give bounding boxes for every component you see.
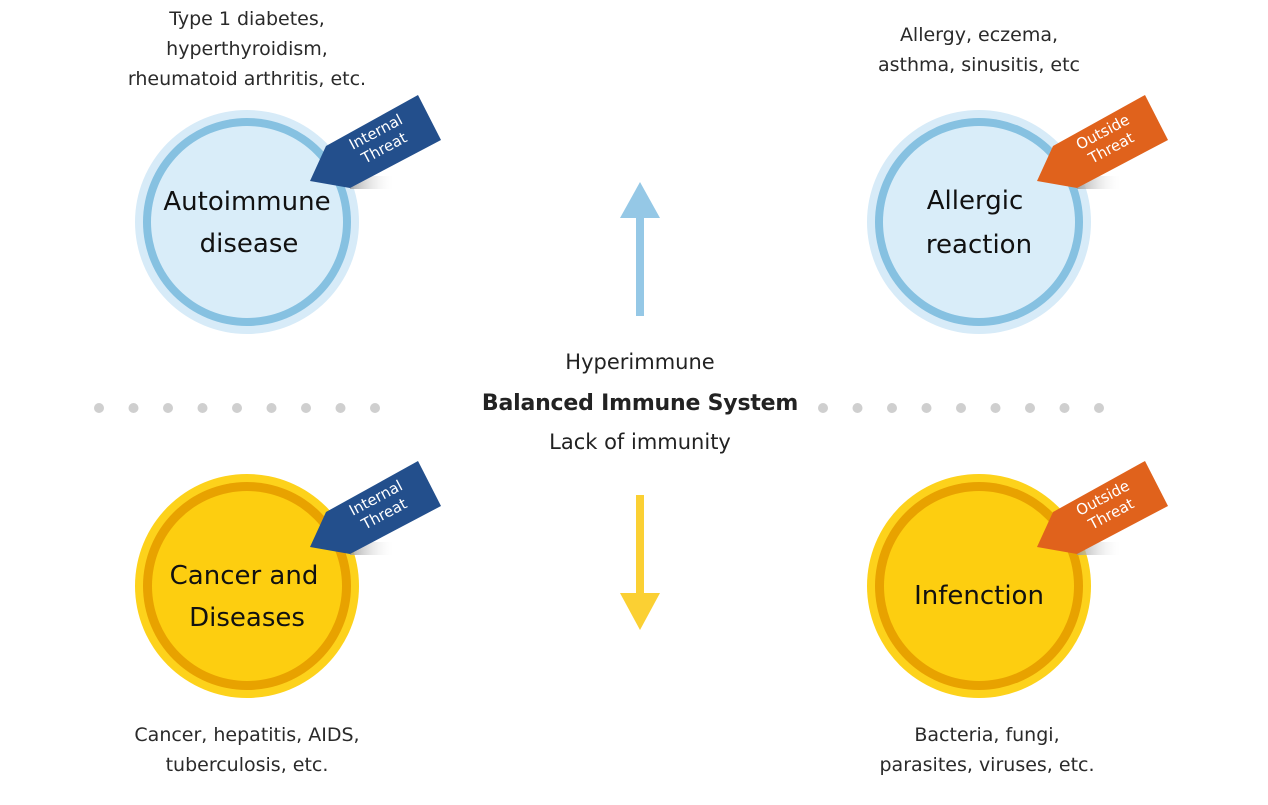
allergic-examples: Allergy, eczema, asthma, sinusitis, etc <box>878 24 1080 76</box>
divider-dot <box>370 403 380 413</box>
arrow-down-icon <box>620 495 660 630</box>
autoimmune-title-line1: Autoimmune <box>163 187 330 217</box>
divider-dot <box>301 403 311 413</box>
divider-dot <box>921 403 932 413</box>
autoimmune-node: Autoimmune disease <box>135 110 359 334</box>
divider-dots-left <box>94 403 380 413</box>
divider-dot <box>1059 403 1070 413</box>
allergic-title-line1: Allergic <box>927 186 1023 216</box>
divider-dot <box>335 403 346 413</box>
outside-threat-tag: Outside Threat <box>1037 461 1168 555</box>
infection-node: Infenction <box>867 474 1091 698</box>
cancer-examples: Cancer, hepatitis, AIDS, tuberculosis, e… <box>134 724 360 776</box>
divider-dot <box>818 403 828 413</box>
autoimmune-examples: Type 1 diabetes, hyperthyroidism, rheuma… <box>127 8 367 90</box>
internal-threat-tag: Internal Threat <box>310 95 441 189</box>
cancer-title-line1: Cancer and <box>170 561 319 591</box>
divider-dots-right <box>818 403 1104 413</box>
infection-title: Infenction <box>914 581 1044 611</box>
allergic-title-line2: reaction <box>926 230 1032 260</box>
divider-dot <box>197 403 208 413</box>
hyperimmune-label: Hyperimmune <box>565 350 715 374</box>
arrow-up-icon <box>620 182 660 316</box>
divider-dot <box>887 403 897 413</box>
lack-of-immunity-label: Lack of immunity <box>549 430 731 454</box>
cancer-title-line2: Diseases <box>189 603 305 633</box>
divider-dot <box>990 403 1001 413</box>
divider-dot <box>232 403 242 413</box>
cancer-node: Cancer and Diseases <box>135 474 359 698</box>
internal-threat-tag: Internal Threat <box>310 461 441 555</box>
balanced-immune-system-label: Balanced Immune System <box>481 391 799 416</box>
autoimmune-title-line2: disease <box>200 229 299 259</box>
divider-dot <box>128 403 139 413</box>
infection-examples: Bacteria, fungi, parasites, viruses, etc… <box>879 724 1095 776</box>
divider-dot <box>1025 403 1035 413</box>
divider-dot <box>1094 403 1104 413</box>
allergic-node: Allergic reaction <box>867 110 1091 334</box>
divider-dot <box>956 403 966 413</box>
divider-dot <box>94 403 104 413</box>
divider-dot <box>163 403 173 413</box>
divider-dot <box>852 403 863 413</box>
divider-dot <box>266 403 277 413</box>
